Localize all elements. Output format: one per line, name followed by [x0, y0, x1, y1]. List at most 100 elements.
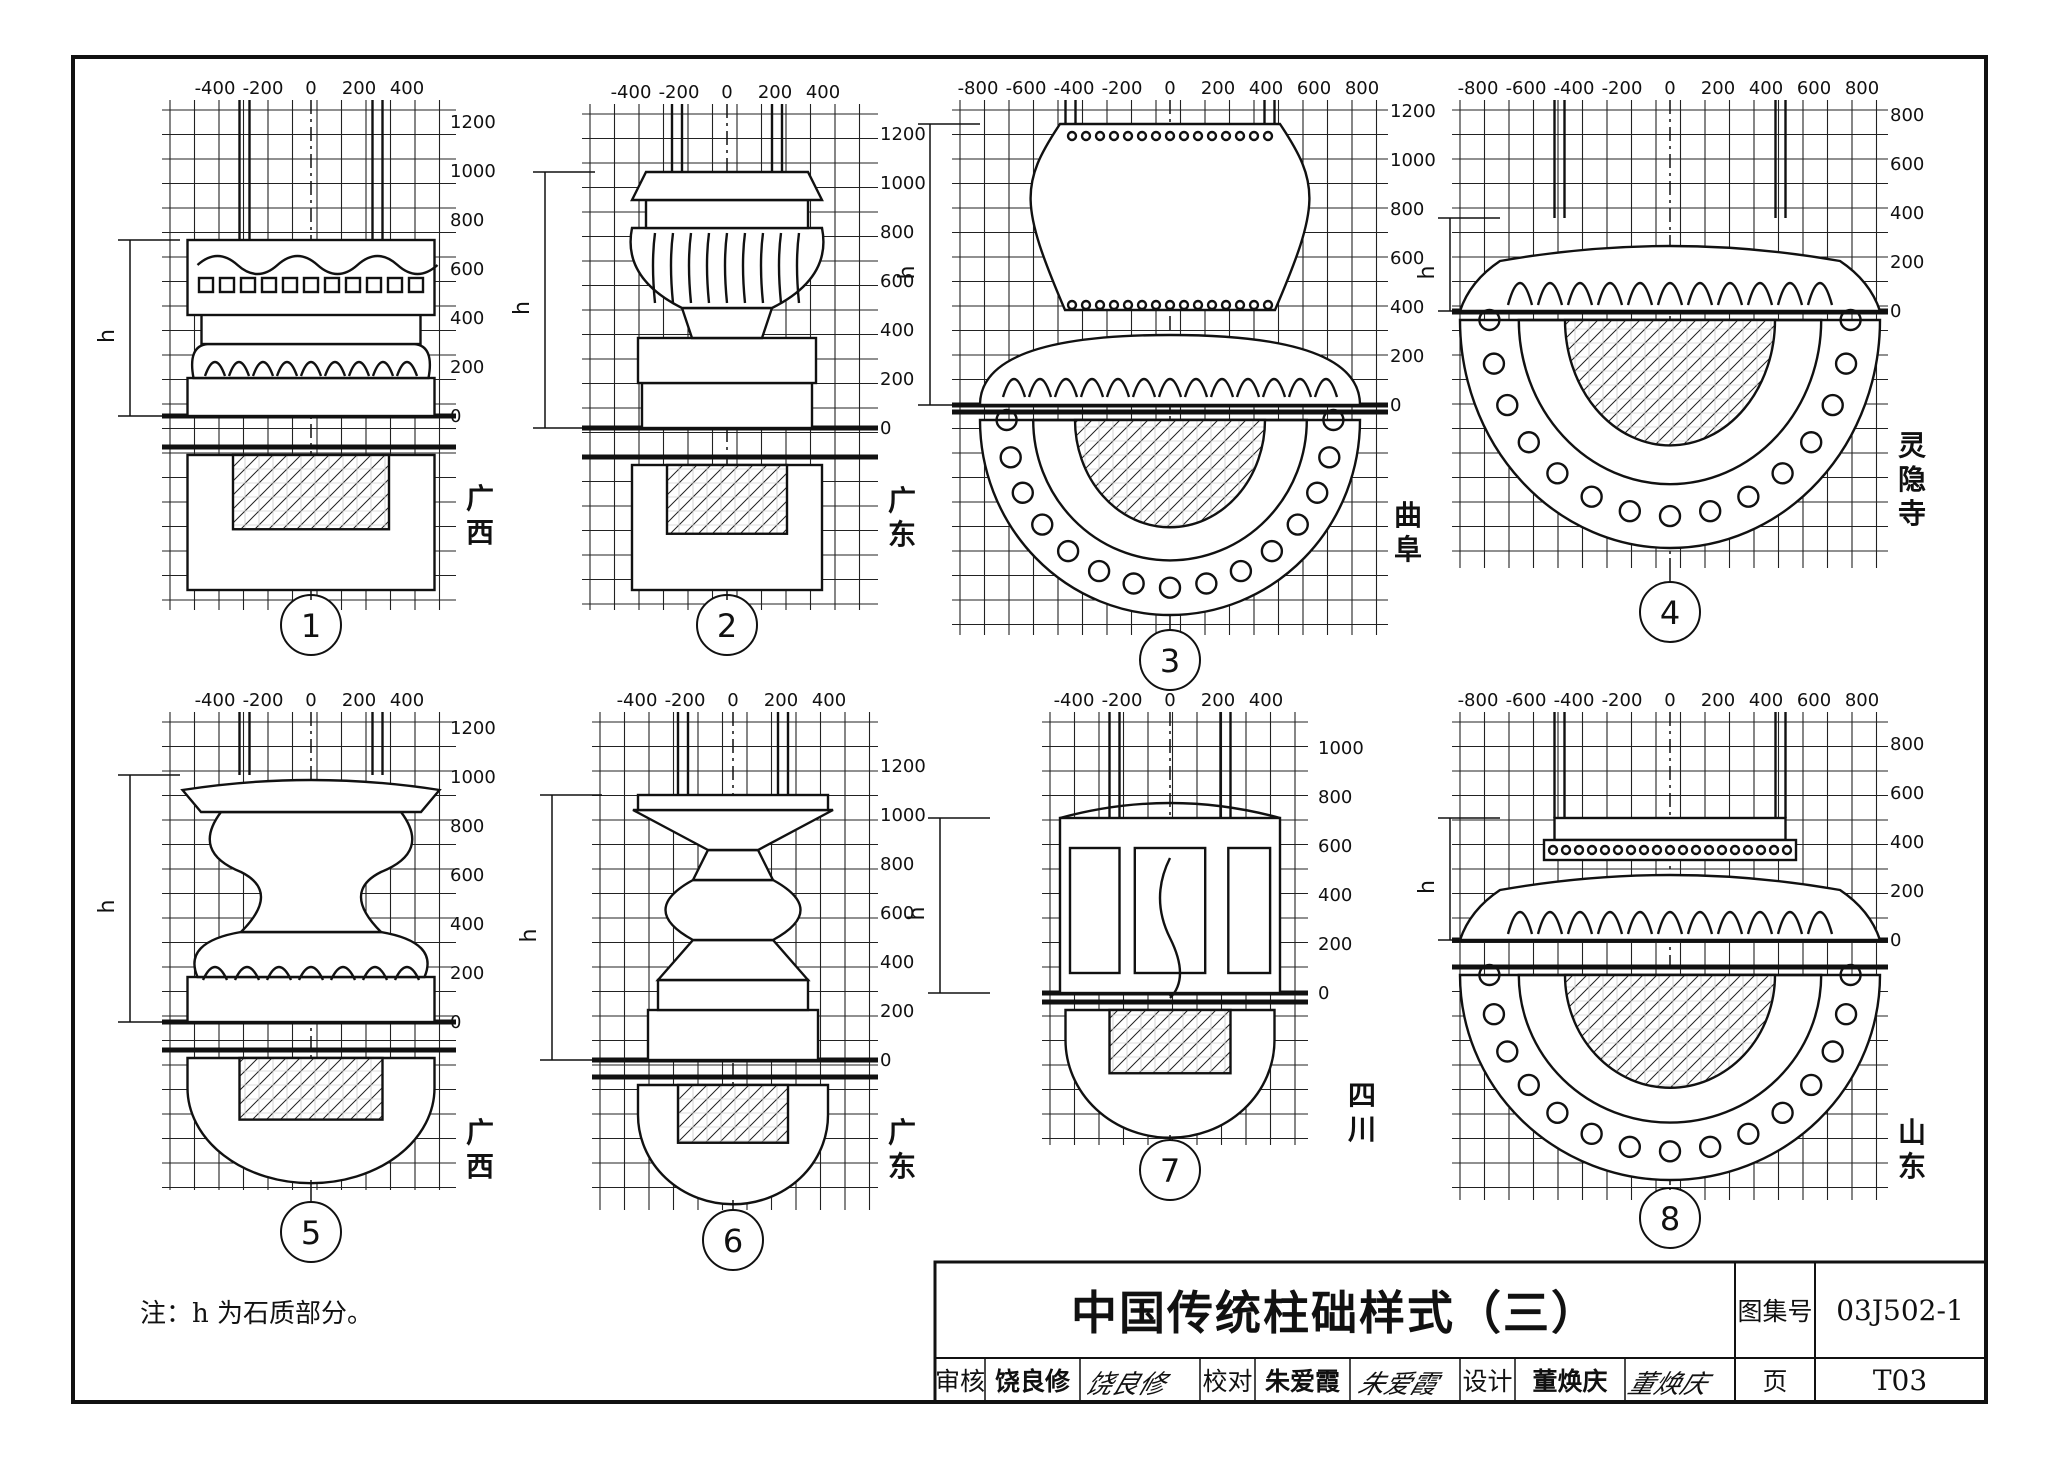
petal [1536, 282, 1564, 306]
plan-shaft-section [231, 453, 391, 531]
axis-x-label: 400 [390, 690, 424, 711]
axis-x-label: -400 [1054, 78, 1095, 99]
axis-x-label: -200 [665, 690, 706, 711]
height-dimension [928, 817, 990, 994]
review-label: 审核 [935, 1367, 986, 1396]
cloud-motif [297, 965, 325, 981]
axis-y-label: 400 [1318, 885, 1352, 906]
cloud-motif [233, 965, 261, 981]
detail-number: 8 [1660, 1200, 1680, 1238]
cap [630, 170, 824, 202]
petal [1157, 377, 1183, 398]
axis-y-label: 1000 [880, 805, 926, 826]
cap [632, 808, 834, 852]
axis-y-label: 800 [1890, 105, 1924, 126]
bead [1651, 844, 1663, 856]
checker-name: 朱爱霞 [1264, 1367, 1340, 1396]
axis-x-label: 0 [1164, 690, 1175, 711]
axis-x-label: -800 [1458, 78, 1499, 99]
lower-body [193, 930, 429, 979]
plan-petal [1799, 1073, 1823, 1097]
plan-petal [1821, 393, 1844, 417]
stud [1122, 130, 1134, 142]
petal [227, 360, 251, 377]
petal [1776, 911, 1804, 935]
petal [1506, 911, 1534, 935]
plan-petal [1839, 963, 1862, 987]
detail-number: 6 [723, 1222, 743, 1260]
bead [1781, 844, 1793, 856]
elevation-2 [629, 104, 825, 430]
region-char: 川 [1348, 1113, 1376, 1146]
axis-y-label: 600 [450, 259, 484, 280]
axis-y-label: 400 [880, 952, 914, 973]
plan-petal [1122, 572, 1145, 595]
plan-5 [186, 1056, 436, 1185]
plan-petal [1087, 559, 1111, 583]
axis-x-label: -400 [611, 82, 652, 103]
plan-petal [1322, 408, 1345, 432]
stud [1206, 130, 1218, 142]
stud [1150, 130, 1162, 142]
axis-x-label: 0 [305, 78, 316, 99]
axis-y-label: 400 [1890, 203, 1924, 224]
plan-petal [1478, 963, 1501, 987]
axis-x-label: -600 [1006, 78, 1047, 99]
detail-number: 2 [717, 607, 737, 645]
plan-shaft-section [1073, 418, 1267, 529]
bead [1612, 844, 1624, 856]
foot [186, 975, 436, 1024]
stud [1108, 130, 1120, 142]
axis-y-label: 1200 [1390, 101, 1436, 122]
axis-x-label: 200 [342, 690, 376, 711]
petal-line [777, 232, 783, 304]
cap-plate [636, 793, 830, 812]
axis-y-label: 400 [450, 914, 484, 935]
plan-petal [1618, 1135, 1642, 1159]
stud [1136, 299, 1148, 311]
axis-y-label: 1200 [450, 718, 496, 739]
lotus-bowl [629, 226, 825, 310]
tier [656, 978, 810, 1012]
region-char: 广 [888, 1116, 916, 1149]
plan-4 [1458, 308, 1882, 550]
drawing-title: 中国传统柱础样式（三） [1071, 1286, 1599, 1340]
plan-petal [1478, 308, 1501, 332]
plan-petal [1517, 431, 1541, 454]
petal [1027, 377, 1053, 398]
axis-x-label: -200 [659, 82, 700, 103]
region-label: 四川 [1348, 1079, 1376, 1146]
axis-y-label: 800 [450, 210, 484, 231]
column-base-5: -400-2000200400120010008006004002000h广西5 [95, 690, 496, 1263]
flared-top [180, 778, 442, 814]
check-label: 校对 [1202, 1367, 1253, 1396]
key-pattern [323, 276, 341, 294]
axis-y-label: 0 [880, 1050, 891, 1071]
detail-number: 7 [1160, 1152, 1180, 1190]
height-dimension [918, 123, 980, 406]
region-label: 广西 [466, 1116, 494, 1183]
bead [1625, 844, 1637, 856]
height-label: h [517, 929, 542, 943]
drum-body [1029, 122, 1311, 312]
key-pattern [344, 276, 362, 294]
region-char: 四 [1348, 1079, 1376, 1112]
plan-6 [636, 1083, 830, 1206]
axis-y-label: 400 [1390, 297, 1424, 318]
petal [1596, 911, 1624, 935]
drawing-note: 注：h 为石质部分。 [140, 1299, 374, 1329]
axis-y-label: 1000 [450, 161, 496, 182]
detail-number: 5 [301, 1214, 321, 1252]
stud [1262, 130, 1274, 142]
plan-petal [1799, 431, 1823, 454]
petal-line [651, 232, 657, 304]
key-pattern [281, 276, 299, 294]
bead [1573, 844, 1585, 856]
axis-y-label: 600 [450, 865, 484, 886]
lotus-cushion [1458, 244, 1882, 313]
plan-shaft-section [665, 463, 789, 535]
axis-x-label: 0 [727, 690, 738, 711]
